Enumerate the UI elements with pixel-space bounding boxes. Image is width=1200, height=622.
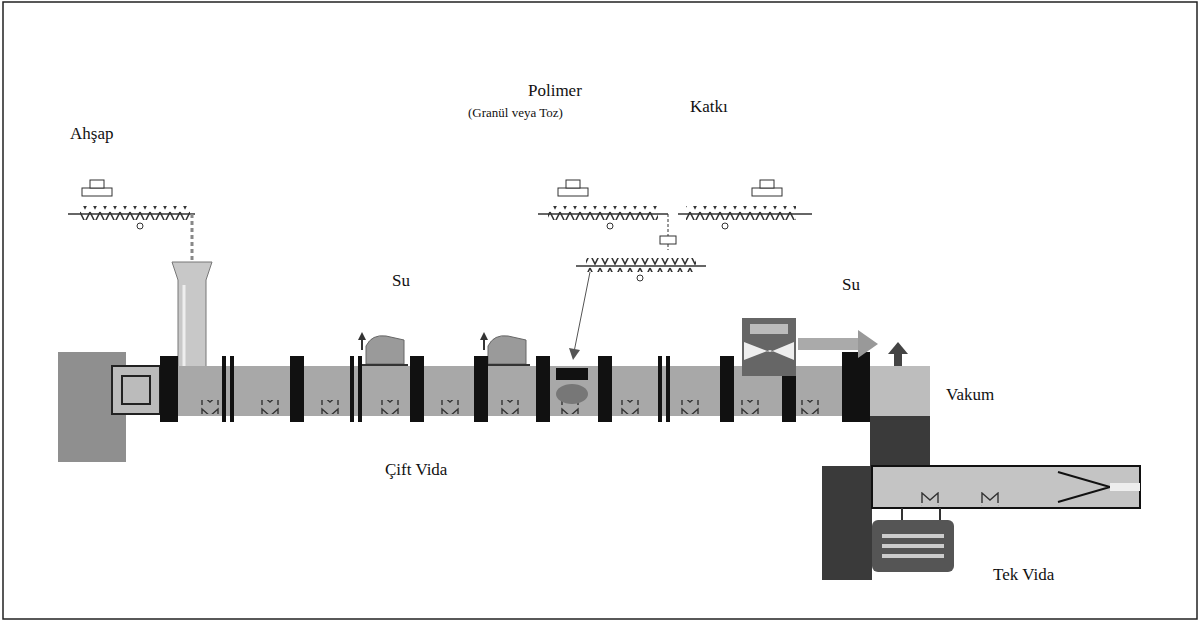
part-label: Su	[392, 272, 410, 291]
single-screw-extruder	[822, 466, 1140, 580]
part-label: Tek Vida	[993, 566, 1054, 585]
vacuum-arrow	[888, 342, 908, 366]
part-label: Katkı	[690, 98, 728, 117]
part-label: Vakum	[946, 386, 994, 405]
hopper	[172, 262, 212, 368]
side-feeder	[569, 214, 706, 360]
twin-screw-extruder	[58, 352, 930, 466]
frame	[3, 2, 1197, 619]
additive-feeder	[678, 180, 812, 229]
part-label: Su	[842, 276, 860, 295]
part-label: Polimer	[528, 82, 582, 101]
vent-port	[742, 318, 878, 376]
water-pump	[358, 332, 408, 369]
part-label: Çift Vida	[385, 461, 447, 480]
part-label: Ahşap	[70, 125, 113, 144]
note-label: (Granül veya Toz)	[468, 106, 563, 120]
polymer-feeder	[538, 180, 668, 229]
wood-feeder	[68, 180, 195, 262]
